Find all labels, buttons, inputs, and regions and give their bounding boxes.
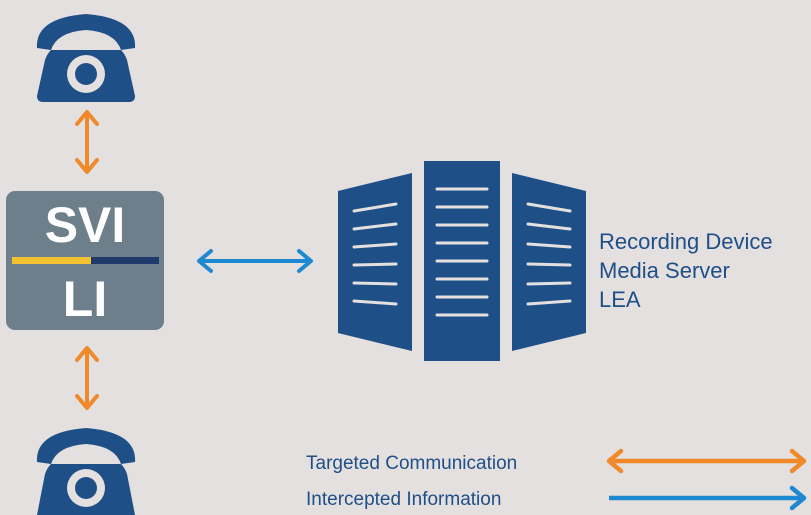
destination-labels: Recording Device Media Server LEA — [599, 227, 773, 314]
legend-targeted-label: Targeted Communication — [306, 453, 518, 474]
intercepted-information-arrow — [194, 246, 316, 276]
legend-intercepted-label: Intercepted Information — [306, 489, 502, 510]
svi-label: SVI — [44, 197, 126, 253]
legend-intercepted-arrow — [604, 485, 809, 511]
server-rack-icon — [334, 161, 590, 361]
svi-li-device: SVI LI — [6, 191, 164, 330]
divider-yellow — [12, 257, 91, 264]
li-label: LI — [62, 271, 108, 327]
top-phone-icon — [31, 8, 141, 104]
label-media-server: Media Server — [599, 258, 730, 283]
bottom-phone-icon — [31, 422, 141, 515]
legend-targeted-arrow — [604, 448, 809, 474]
targeted-communication-arrow-top — [72, 108, 102, 176]
label-lea: LEA — [599, 287, 641, 312]
divider-navy — [91, 257, 159, 264]
label-recording-device: Recording Device — [599, 229, 773, 254]
targeted-communication-arrow-bottom — [72, 344, 102, 412]
